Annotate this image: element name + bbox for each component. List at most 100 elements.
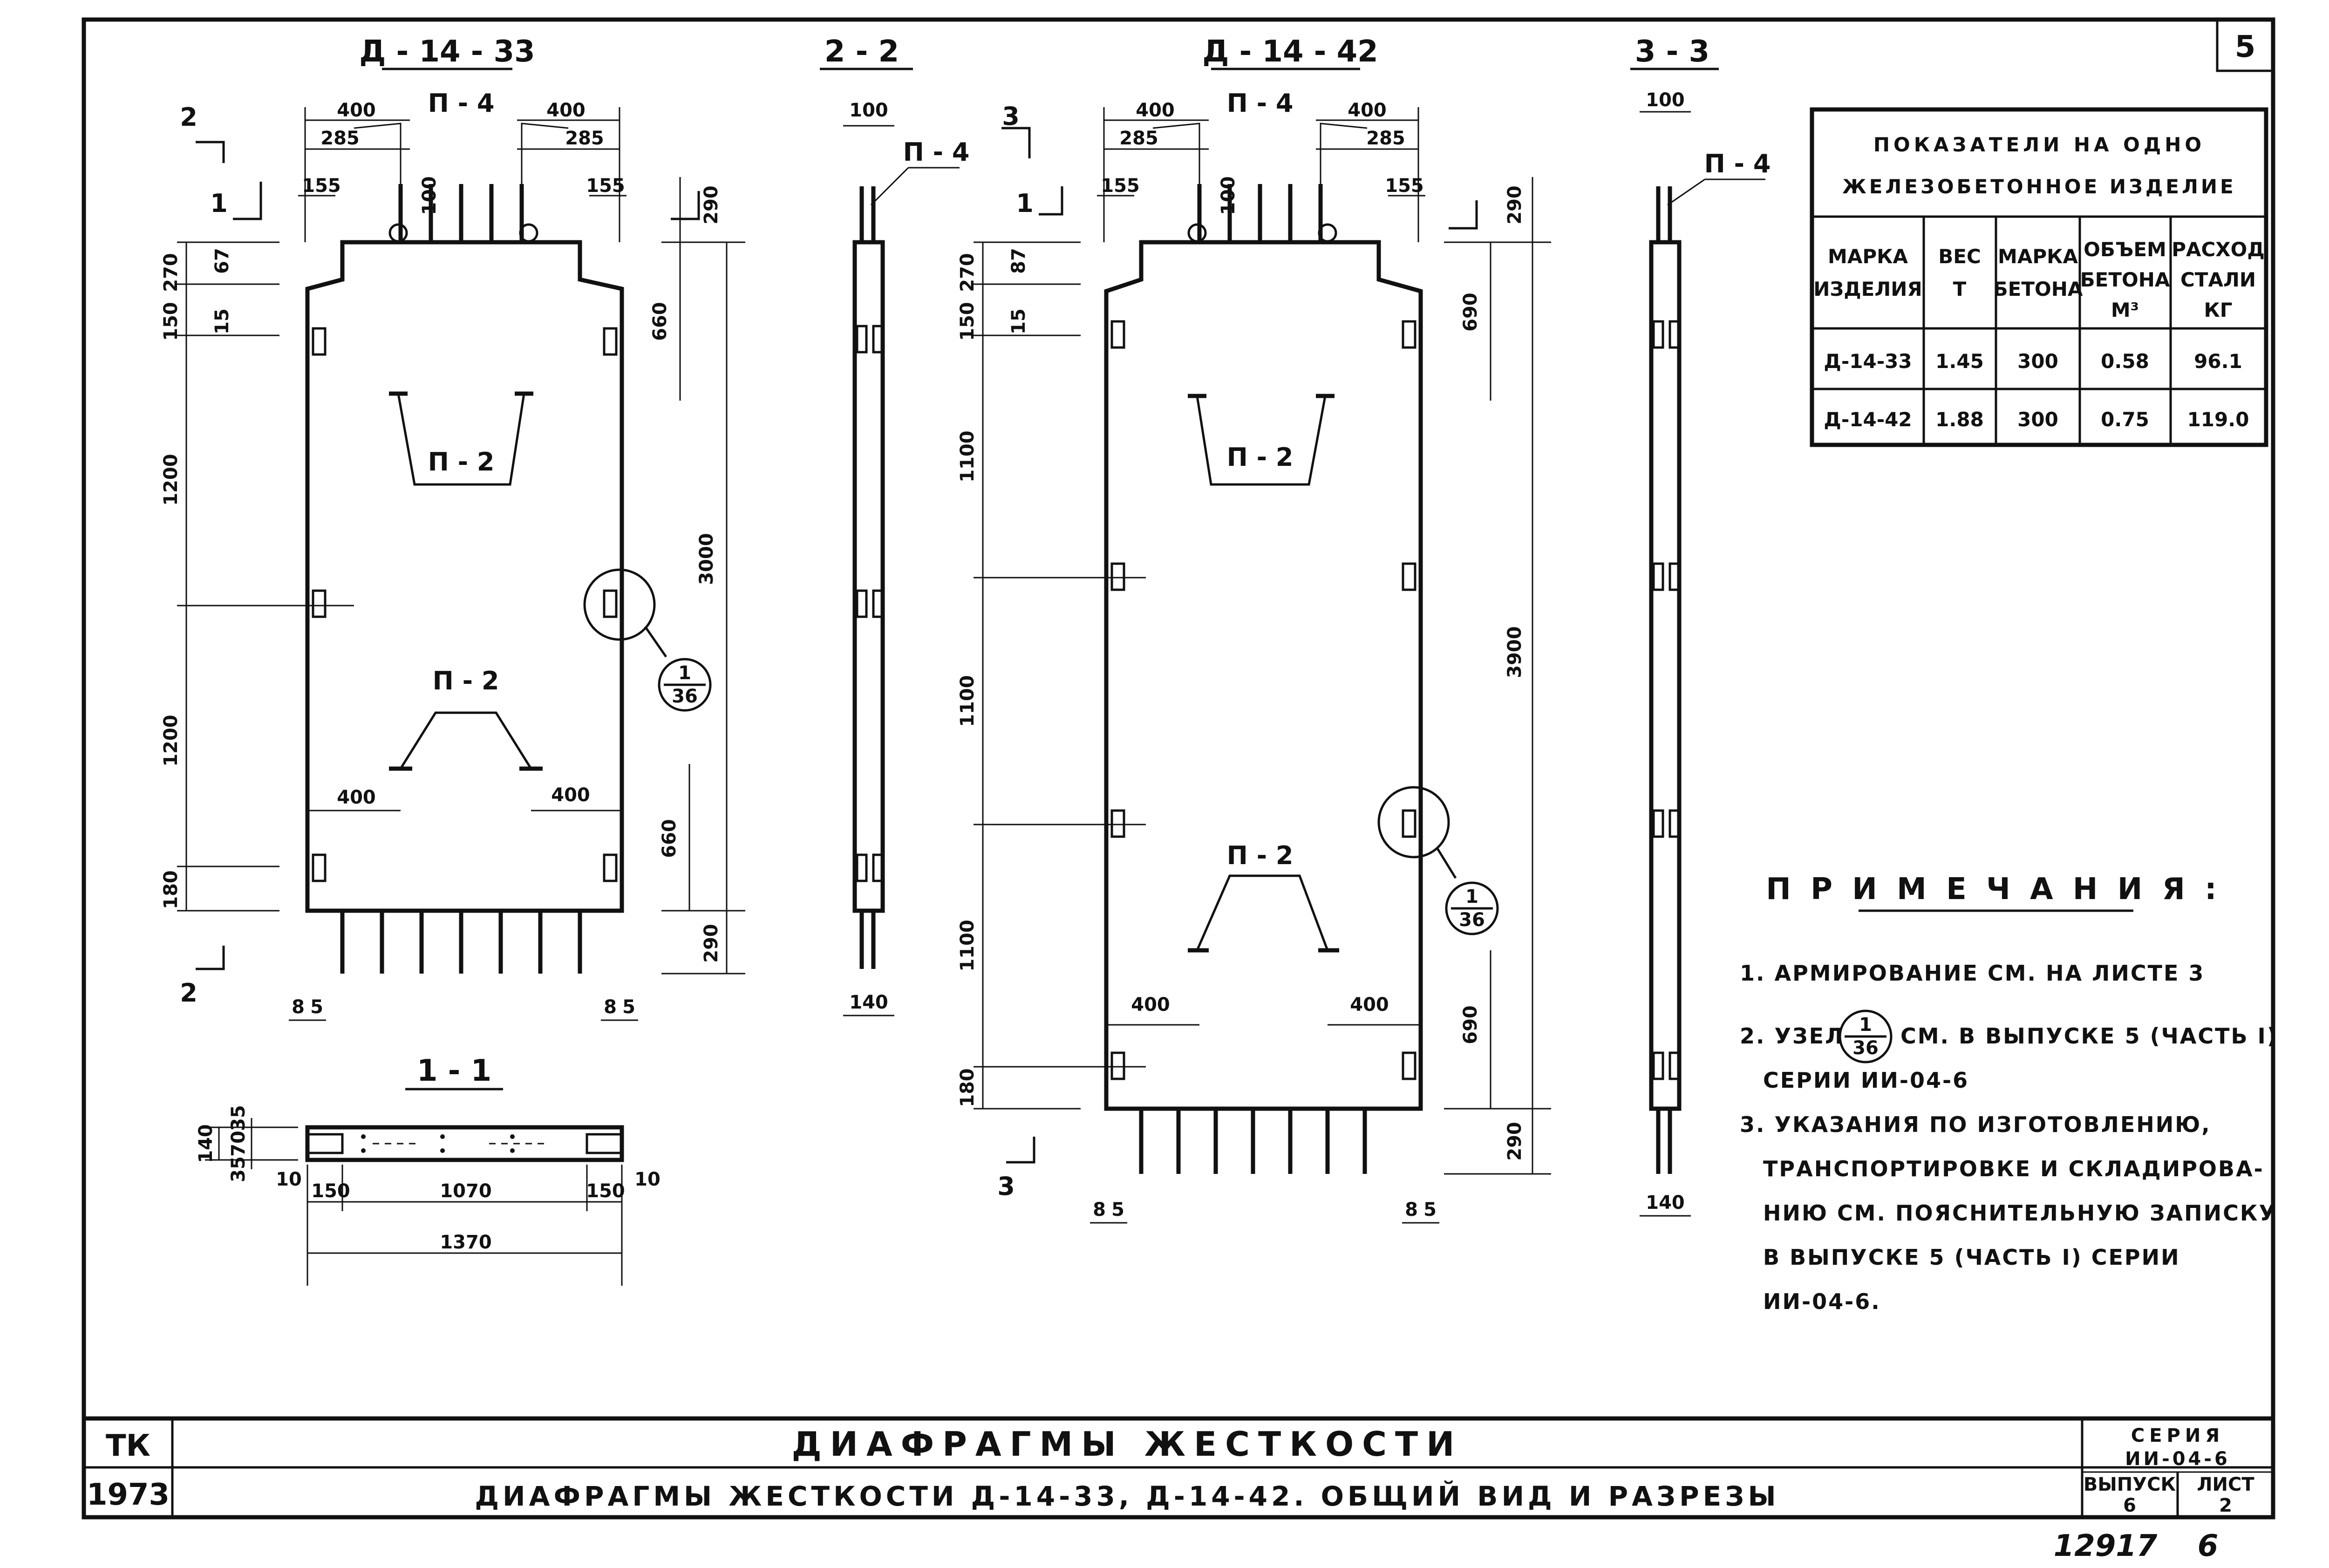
svg-text:155: 155: [302, 175, 341, 197]
svg-text:3: 3: [1002, 102, 1020, 131]
svg-text:КГ: КГ: [2204, 299, 2232, 321]
svg-text:15: 15: [211, 308, 233, 334]
svg-text:400: 400: [1136, 100, 1175, 121]
svg-text:690: 690: [1460, 1005, 1481, 1044]
svg-text:36: 36: [1852, 1037, 1879, 1059]
svg-text:Д-14-42: Д-14-42: [1824, 408, 1912, 431]
archive-copy: 6: [2198, 1529, 2219, 1563]
svg-text:1.45: 1.45: [1935, 350, 1984, 373]
svg-text:СТАЛИ: СТАЛИ: [2180, 268, 2256, 291]
svg-text:155: 155: [1101, 175, 1140, 197]
note-2b: СМ. В ВЫПУСКЕ 5 (ЧАСТЬ I): [1900, 1023, 2278, 1049]
svg-text:290: 290: [1504, 185, 1525, 225]
svg-text:119.0: 119.0: [2187, 408, 2249, 431]
svg-text:150: 150: [957, 302, 978, 341]
svg-text:290: 290: [701, 185, 722, 225]
svg-text:2: 2: [180, 978, 197, 1008]
svg-text:150: 150: [160, 302, 182, 341]
svg-text:400: 400: [546, 100, 586, 121]
svg-text:П - 4: П - 4: [1704, 149, 1771, 178]
svg-text:155: 155: [586, 175, 625, 197]
svg-text:8: 8: [1405, 1199, 1418, 1220]
svg-text:5: 5: [1423, 1199, 1437, 1220]
svg-text:1: 1: [678, 662, 691, 684]
section-2-2: 2 - 2 П - 4 100 140: [820, 34, 969, 1016]
svg-text:67: 67: [211, 248, 233, 274]
svg-text:1100: 1100: [957, 430, 978, 482]
svg-text:2: 2: [180, 102, 197, 132]
svg-text:155: 155: [1385, 175, 1424, 197]
svg-text:1200: 1200: [160, 454, 182, 505]
svg-text:100: 100: [1646, 89, 1685, 111]
note-3b: ТРАНСПОРТИРОВКЕ И СКЛАДИРОВА-: [1763, 1156, 2264, 1181]
mark-p2-upper-d1442: П - 2: [1227, 443, 1294, 472]
mark-p2-upper-d1433: П - 2: [428, 447, 495, 477]
table-headers: МАРКА ИЗДЕЛИЯ ВЕС Т МАРКА БЕТОНА ОБЪЕМ Б…: [1813, 238, 2265, 321]
svg-text:100: 100: [849, 100, 888, 121]
series-value: ИИ-04-6: [2125, 1448, 2230, 1470]
svg-text:БЕТОНА: БЕТОНА: [2080, 268, 2170, 291]
svg-text:285: 285: [1119, 128, 1158, 149]
svg-text:285: 285: [565, 128, 604, 149]
svg-text:РАСХОД: РАСХОД: [2172, 238, 2265, 261]
svg-text:8: 8: [292, 996, 305, 1018]
note-2c: СЕРИИ ИИ-04-6: [1763, 1068, 1969, 1093]
table-row: Д-14-33 1.45 300 0.58 96.1: [1824, 350, 2242, 373]
notes-heading: П Р И М Е Ч А Н И Я :: [1766, 872, 2221, 907]
svg-text:3000: 3000: [696, 533, 717, 585]
svg-text:МАРКА: МАРКА: [1828, 245, 1908, 268]
view-d1442: Д - 14 - 42 П - 4 П - 2 П - 2: [957, 34, 1551, 1224]
sheet-value: 2: [2219, 1495, 2232, 1516]
section-1-1: 1 - 1 140 35 70 35 10 10 150 1070 150 13…: [195, 1054, 661, 1286]
svg-text:М³: М³: [2111, 299, 2139, 321]
svg-text:290: 290: [701, 924, 722, 963]
svg-text:100: 100: [1218, 176, 1239, 215]
year: 1973: [87, 1478, 170, 1512]
mark-p2-lower-d1442: П - 2: [1227, 841, 1294, 870]
svg-text:1370: 1370: [440, 1232, 491, 1253]
note-3c: НИЮ СМ. ПОЯСНИТЕЛЬНУЮ ЗАПИСКУ: [1763, 1200, 2277, 1226]
view-title-d1433: Д - 14 - 33: [359, 34, 535, 69]
note-node-ref: 1 36: [1839, 1009, 1893, 1064]
svg-text:1: 1: [1859, 1014, 1872, 1036]
svg-text:150: 150: [586, 1180, 625, 1202]
indicators-table: ПОКАЗАТЕЛИ НА ОДНО ЖЕЛЕЗОБЕТОННОЕ ИЗДЕЛИ…: [1810, 107, 2268, 447]
title-sub: ДИАФРАГМЫ ЖЕСТКОСТИ Д-14-33, Д-14-42. ОБ…: [475, 1480, 1779, 1512]
view-d1433: Д - 14 - 33 П - 4 П - 2: [160, 34, 745, 1021]
note-3e: ИИ-04-6.: [1763, 1289, 1881, 1314]
table-title-1: ПОКАЗАТЕЛИ НА ОДНО: [1873, 133, 2205, 156]
svg-text:1070: 1070: [440, 1180, 491, 1202]
svg-text:140: 140: [849, 992, 888, 1013]
svg-text:180: 180: [160, 870, 182, 909]
svg-text:1100: 1100: [957, 675, 978, 727]
svg-text:1100: 1100: [957, 920, 978, 971]
svg-text:100: 100: [419, 176, 440, 215]
mark-p2-lower-d1433: П - 2: [433, 666, 499, 695]
svg-text:БЕТОНА: БЕТОНА: [1993, 278, 2083, 300]
svg-text:3900: 3900: [1504, 626, 1525, 678]
svg-text:П - 4: П - 4: [903, 137, 970, 167]
svg-text:3: 3: [997, 1172, 1015, 1201]
title-block: ТК 1973 ДИАФРАГМЫ ЖЕСТКОСТИ ДИАФРАГМЫ ЖЕ…: [84, 1416, 2273, 1517]
note-3d: В ВЫПУСКЕ 5 (ЧАСТЬ I) СЕРИИ: [1763, 1245, 2180, 1270]
svg-text:ИЗДЕЛИЯ: ИЗДЕЛИЯ: [1813, 278, 1922, 300]
svg-text:1200: 1200: [160, 715, 182, 766]
svg-text:8: 8: [604, 996, 617, 1018]
svg-text:ВЕС: ВЕС: [1938, 245, 1981, 268]
svg-text:5: 5: [622, 996, 635, 1018]
note-2a: 2. УЗЕЛ: [1740, 1023, 1844, 1049]
view-title-s11: 1 - 1: [417, 1054, 491, 1088]
svg-text:290: 290: [1504, 1122, 1525, 1161]
svg-text:96.1: 96.1: [2194, 350, 2242, 373]
svg-text:5: 5: [1111, 1199, 1124, 1220]
svg-text:1: 1: [1465, 886, 1478, 907]
svg-text:690: 690: [1460, 293, 1481, 332]
table-title-2: ЖЕЛЕЗОБЕТОННОЕ ИЗДЕЛИЕ: [1842, 175, 2236, 198]
svg-text:70: 70: [228, 1131, 249, 1157]
svg-text:270: 270: [160, 253, 182, 292]
title-main: ДИАФРАГМЫ ЖЕСТКОСТИ: [792, 1425, 1463, 1464]
view-title-s22: 2 - 2: [824, 34, 899, 69]
svg-text:400: 400: [1348, 100, 1387, 121]
svg-text:400: 400: [337, 787, 376, 808]
org-code: ТК: [106, 1429, 150, 1463]
